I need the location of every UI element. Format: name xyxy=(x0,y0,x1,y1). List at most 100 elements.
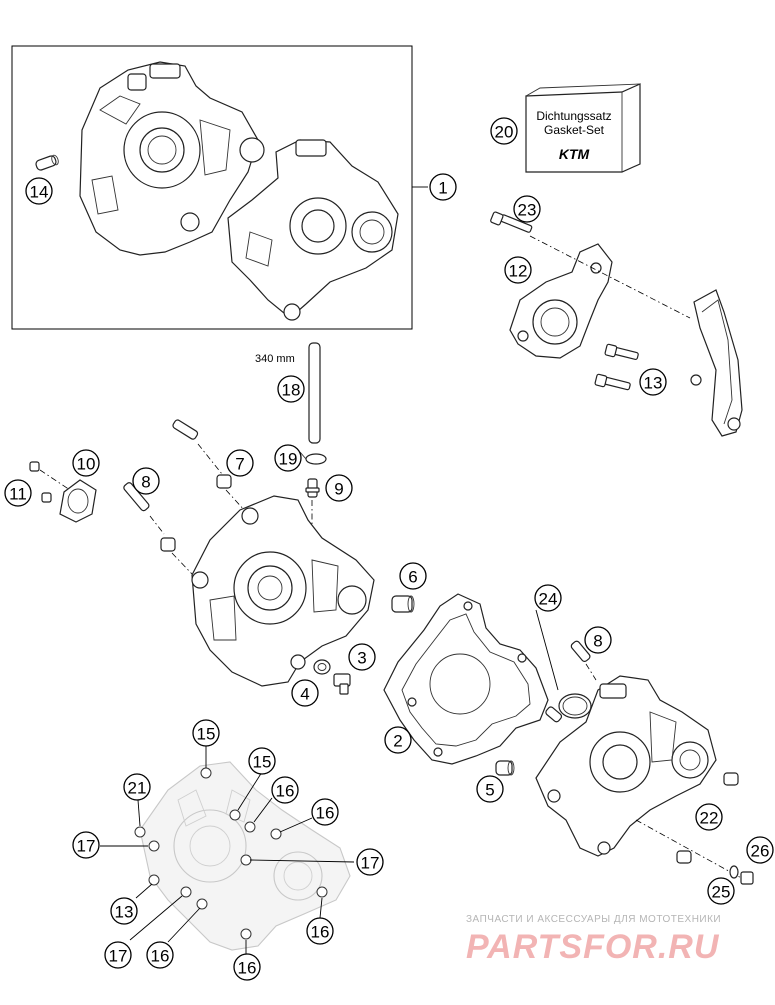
svg-text:18: 18 xyxy=(282,381,301,400)
svg-text:17: 17 xyxy=(77,837,96,856)
cover-bracket-right xyxy=(690,289,743,437)
svg-text:23: 23 xyxy=(518,201,537,220)
callout-15-b: 15 xyxy=(248,747,276,775)
seal-ring-4 xyxy=(313,659,331,675)
watermark-subtitle: ЗАПЧАСТИ И АКСЕССУАРЫ ДЛЯ МОТОТЕХНИКИ xyxy=(466,914,721,925)
svg-text:1: 1 xyxy=(438,179,447,198)
dowel-8-left xyxy=(123,482,193,575)
crankcase-gasket-2 xyxy=(383,593,549,765)
bushing-5 xyxy=(495,760,515,776)
bolts-13-upper xyxy=(594,343,639,391)
svg-text:14: 14 xyxy=(30,183,49,202)
callout-16-b: 16 xyxy=(311,798,339,826)
svg-text:25: 25 xyxy=(712,883,731,902)
callout-10: 10 xyxy=(72,449,100,477)
callout-12: 12 xyxy=(504,256,532,284)
svg-text:8: 8 xyxy=(141,473,150,492)
crankcase-right-half-middle xyxy=(535,675,717,857)
circlip-24 xyxy=(558,693,592,719)
crankcase-left-half-top xyxy=(79,61,265,256)
bushings-22 xyxy=(635,772,746,881)
callout-26: 26 xyxy=(746,836,774,864)
svg-text:4: 4 xyxy=(300,685,309,704)
svg-text:8: 8 xyxy=(593,632,602,651)
crankcase-left-half-middle xyxy=(191,495,375,687)
svg-text:3: 3 xyxy=(357,649,366,668)
callout-13-top: 13 xyxy=(639,368,667,396)
plug-screw-3 xyxy=(333,673,351,695)
callout-13-bottom: 13 xyxy=(110,897,138,925)
svg-text:7: 7 xyxy=(235,455,244,474)
dowel-8-right xyxy=(570,640,597,681)
svg-text:20: 20 xyxy=(495,123,514,142)
svg-text:16: 16 xyxy=(316,804,335,823)
callout-16-a: 16 xyxy=(271,776,299,804)
svg-text:16: 16 xyxy=(238,959,257,978)
watermark-brand: PARTSFOR.RU xyxy=(466,928,720,966)
callout-20: 20 xyxy=(490,117,518,145)
svg-text:22: 22 xyxy=(700,809,719,828)
screw-26 xyxy=(740,871,754,885)
svg-text:15: 15 xyxy=(197,725,216,744)
callout-25: 25 xyxy=(707,877,735,905)
callout-7: 7 xyxy=(226,449,254,477)
svg-text:13: 13 xyxy=(644,374,663,393)
svg-text:11: 11 xyxy=(9,485,27,504)
callout-5: 5 xyxy=(476,775,504,803)
callout-16-e: 16 xyxy=(306,917,334,945)
watermark: ЗАПЧАСТИ И АКСЕССУАРЫ ДЛЯ МОТОТЕХНИКИ PA… xyxy=(466,914,721,966)
callout-21: 21 xyxy=(123,773,151,801)
dowel-right-inner xyxy=(545,706,563,723)
svg-text:9: 9 xyxy=(334,480,343,499)
dowel-pin-14 xyxy=(35,154,59,171)
svg-text:15: 15 xyxy=(253,753,272,772)
svg-text:21: 21 xyxy=(128,779,147,798)
cover-plate-10 xyxy=(59,479,97,523)
svg-text:16: 16 xyxy=(276,782,295,801)
svg-text:24: 24 xyxy=(539,590,558,609)
tube-length-label: 340 mm xyxy=(255,353,295,365)
callout-3: 3 xyxy=(348,643,376,671)
bushing-6 xyxy=(391,595,415,613)
callout-14: 14 xyxy=(25,177,53,205)
callout-16-c: 16 xyxy=(146,941,174,969)
washer-25 xyxy=(729,865,739,879)
gasket-set-box: Dichtungssatz Gasket-Set KTM xyxy=(525,83,641,173)
svg-text:13: 13 xyxy=(115,903,134,922)
svg-text:10: 10 xyxy=(77,455,96,474)
svg-text:16: 16 xyxy=(311,923,330,942)
gasket-box-line1: Dichtungssatz xyxy=(536,109,611,123)
callout-15-a: 15 xyxy=(192,719,220,747)
svg-text:26: 26 xyxy=(751,842,770,861)
svg-text:2: 2 xyxy=(393,732,402,751)
callout-17-c: 17 xyxy=(104,941,132,969)
svg-text:6: 6 xyxy=(408,568,417,587)
callout-11: 11 xyxy=(4,479,32,507)
callout-18: 18 xyxy=(277,375,305,403)
callout-4: 4 xyxy=(291,679,319,707)
callout-17-a: 17 xyxy=(72,831,100,859)
bolt-positions xyxy=(134,767,328,940)
crankcase-right-half-top xyxy=(227,139,399,321)
tube-part-18: 340 mm xyxy=(255,342,321,444)
svg-text:16: 16 xyxy=(151,947,170,966)
callout-1: 1 xyxy=(429,173,457,201)
callout-8-right: 8 xyxy=(584,626,612,654)
bolt-23 xyxy=(490,211,533,233)
callout-17-b: 17 xyxy=(356,848,384,876)
svg-text:5: 5 xyxy=(485,781,494,800)
callout-23: 23 xyxy=(513,195,541,223)
gasket-box-line2: Gasket-Set xyxy=(544,123,605,137)
hose-clip-19 xyxy=(299,451,327,465)
svg-text:17: 17 xyxy=(361,854,380,873)
callout-19: 19 xyxy=(274,444,302,472)
callout-8-left: 8 xyxy=(132,467,160,495)
callout-9: 9 xyxy=(325,474,353,502)
leader-lines xyxy=(100,609,559,954)
svg-text:12: 12 xyxy=(509,262,528,281)
dowel-7 xyxy=(172,419,247,513)
callout-2: 2 xyxy=(384,726,412,754)
svg-text:17: 17 xyxy=(109,947,128,966)
screws-11 xyxy=(29,461,71,503)
